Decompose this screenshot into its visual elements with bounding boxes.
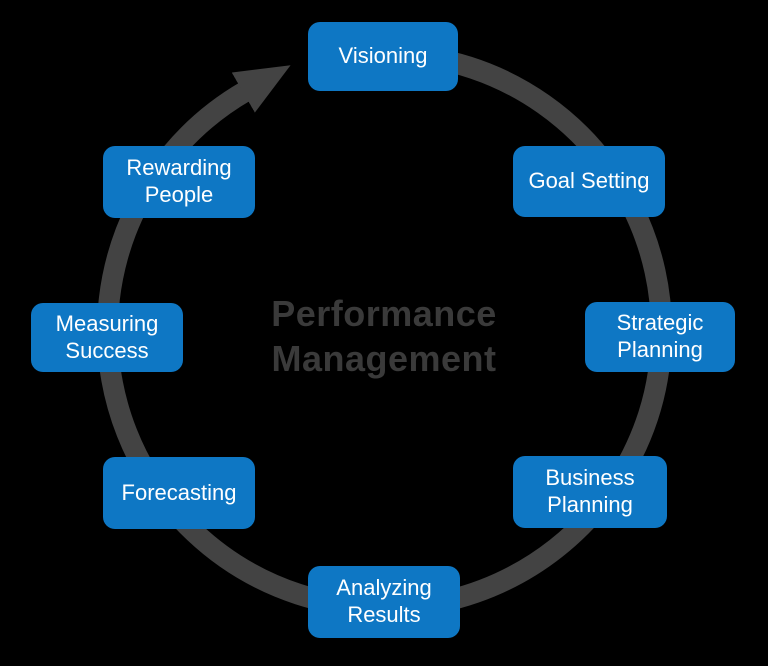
node-forecasting: Forecasting — [103, 457, 255, 529]
node-label: Forecasting — [121, 479, 237, 505]
node-label: Strategic Planning — [616, 310, 704, 362]
node-measuring-success: Measuring Success — [31, 303, 183, 372]
node-label: Measuring Success — [55, 310, 159, 363]
node-label: Analyzing Results — [336, 575, 432, 627]
node-label: Visioning — [338, 43, 428, 69]
diagram-title: Performance Management — [271, 293, 497, 379]
node-analyzing-results: Analyzing Results — [308, 566, 460, 638]
node-label: Rewarding People — [126, 155, 232, 207]
node-visioning: Visioning — [308, 22, 458, 91]
node-label: Goal Setting — [528, 168, 650, 194]
node-rewarding-people: Rewarding People — [103, 146, 255, 218]
node-label: Business Planning — [545, 465, 635, 517]
node-strategic-planning: Strategic Planning — [585, 302, 735, 372]
node-business-planning: Business Planning — [513, 456, 667, 528]
node-goal-setting: Goal Setting — [513, 146, 665, 217]
